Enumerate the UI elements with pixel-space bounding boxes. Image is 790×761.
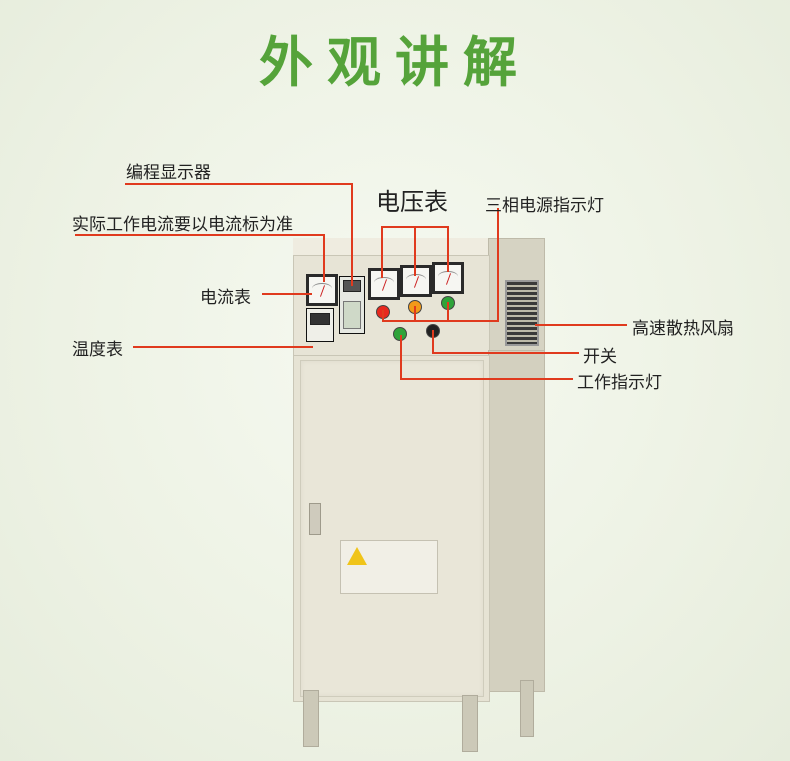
warning-triangle-icon — [347, 547, 367, 565]
label-switch: 开关 — [583, 347, 617, 367]
page-title: 外观讲解 — [259, 31, 531, 94]
label-actual-current: 实际工作电流要以电流标为准 — [72, 215, 293, 235]
cabinet-roof — [293, 238, 488, 255]
label-work-lamp: 工作指示灯 — [577, 373, 662, 393]
label-three-phase-lamp: 三相电源指示灯 — [485, 196, 604, 216]
ammeter-device — [306, 274, 338, 306]
door-handle — [309, 503, 321, 535]
label-fan: 高速散热风扇 — [632, 319, 734, 339]
cabinet-side-lower — [488, 350, 545, 692]
cabinet-leg-right — [520, 680, 534, 737]
label-thermometer: 温度表 — [72, 340, 123, 360]
voltmeter-device-2 — [400, 265, 432, 297]
cabinet-leg-front — [462, 695, 478, 752]
label-voltmeter: 电压表 — [376, 188, 448, 216]
fan-vent — [505, 280, 539, 346]
voltmeter-device-1 — [368, 268, 400, 300]
cabinet-door — [300, 360, 484, 697]
cabinet-leg-left — [303, 690, 319, 747]
label-programming-display: 编程显示器 — [126, 163, 211, 183]
warning-label — [340, 540, 438, 594]
label-ammeter: 电流表 — [200, 288, 251, 308]
thermometer-device — [306, 308, 334, 342]
